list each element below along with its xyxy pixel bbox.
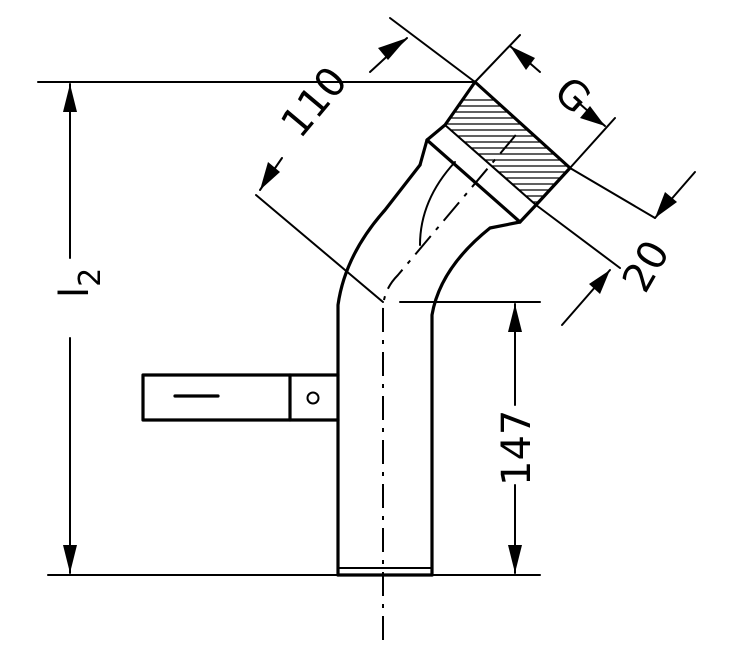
dimension-l2: l2 <box>37 81 541 576</box>
dimension-110: 110 <box>255 17 476 303</box>
side-bracket <box>141 373 340 422</box>
dimension-147: 147 <box>399 301 541 574</box>
pipe-outline <box>336 161 522 577</box>
bolt-hole-icon <box>306 391 320 405</box>
l2-sub: 2 <box>73 268 108 287</box>
dimension-20: 20 <box>535 167 696 326</box>
d110-label: 110 <box>272 58 356 146</box>
d20-label: 20 <box>614 233 679 300</box>
center-line <box>382 129 521 640</box>
d147-label: 147 <box>494 410 540 486</box>
l2-main: l <box>52 287 98 298</box>
l2-label: l2 <box>52 268 108 298</box>
